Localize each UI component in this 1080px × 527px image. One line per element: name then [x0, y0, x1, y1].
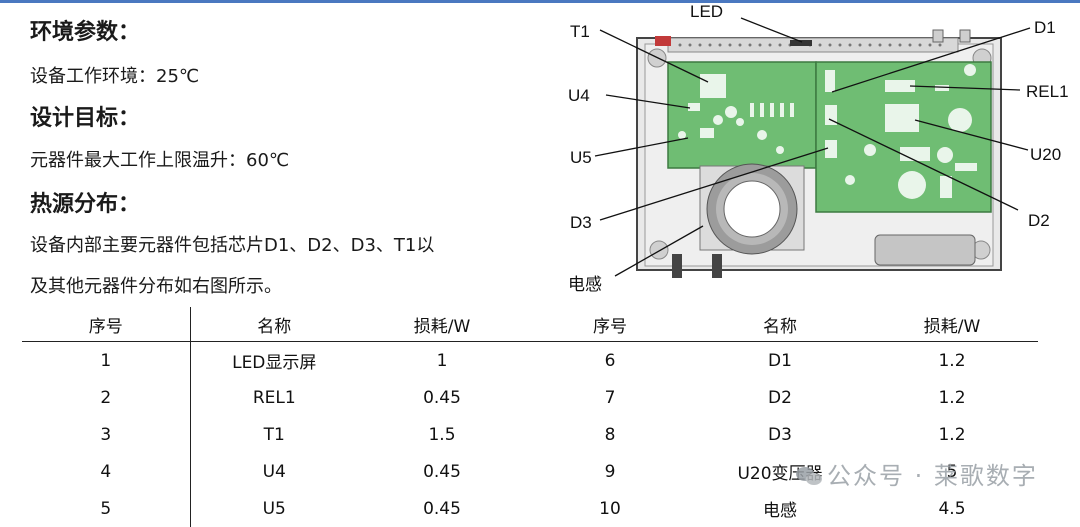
label-u20: U20: [1030, 145, 1061, 164]
cell-index: 9: [604, 461, 616, 482]
watermark: 公众号 · 莱歌数字: [795, 456, 1038, 491]
cell-name: D3: [768, 424, 792, 445]
cell-name: U5: [262, 498, 286, 519]
label-led: LED: [690, 2, 723, 21]
cell-index: 1: [22, 341, 191, 379]
cell-loss: 0.45: [423, 387, 461, 408]
table-row: 3 T1 1.5 8 D3 1.2: [22, 416, 1038, 453]
table-header-row: 序号 名称 损耗/W 序号 名称 损耗/W: [22, 307, 1038, 342]
header-index-2: 序号: [526, 307, 694, 342]
loss-table: 序号 名称 损耗/W 序号 名称 损耗/W 1 LED显示屏 1 6 D1 1.…: [22, 307, 1038, 527]
header-index-1: 序号: [22, 307, 191, 342]
cell-index: 8: [604, 424, 616, 445]
cell-name: LED显示屏: [232, 353, 317, 373]
watermark-text: 公众号 · 莱歌数字: [827, 462, 1038, 490]
header-loss-1: 损耗/W: [358, 307, 526, 342]
label-d2: D2: [1028, 211, 1050, 230]
power-switch: [655, 36, 671, 46]
bottom-block: [874, 234, 976, 266]
text-heat-sources-1: 设备内部主要元器件包括芯片D1、D2、D3、T1以: [30, 235, 435, 256]
table-row: 4 U4 0.45 9 U20变压器 5: [22, 453, 1038, 490]
cell-loss: 0.45: [423, 461, 461, 482]
cell-index: 4: [22, 453, 191, 490]
wechat-icon: [796, 467, 822, 485]
cell-index: 10: [599, 498, 621, 519]
cell-index: 2: [22, 379, 191, 416]
cell-name: T1: [263, 424, 285, 445]
table-row: 5 U5 0.45 10 电感 4.5: [22, 490, 1038, 527]
text-design-goal: 元器件最大工作上限温升：60℃: [30, 150, 290, 171]
label-d3: D3: [570, 213, 592, 232]
cell-loss: 1: [436, 350, 448, 371]
cell-name: D2: [768, 387, 792, 408]
text-environment: 设备工作环境：25℃: [30, 66, 200, 87]
cell-loss: 1.2: [938, 424, 966, 445]
table-row: 2 REL1 0.45 7 D2 1.2: [22, 379, 1038, 416]
label-t1: T1: [570, 22, 590, 41]
label-inductor: 电感: [568, 275, 602, 294]
device-layout-diagram: LED T1 D1 U4 REL1 U5 U20 D3 D2 电感: [568, 2, 1069, 294]
cell-loss: 1.2: [938, 387, 966, 408]
top-accent-line: [0, 0, 1080, 3]
header-name-1: 名称: [190, 307, 358, 342]
cell-loss: 1.2: [938, 350, 966, 371]
label-u4: U4: [568, 86, 590, 105]
cell-loss: 0.45: [423, 498, 461, 519]
cell-loss: 1.5: [428, 424, 456, 445]
cell-index: 5: [22, 490, 191, 527]
heading-environment: 环境参数：: [30, 20, 141, 45]
cell-loss: 4.5: [938, 498, 966, 519]
label-d1: D1: [1034, 18, 1056, 37]
cell-name: REL1: [252, 387, 296, 408]
text-heat-sources-2: 及其他元器件分布如右图所示。: [30, 276, 282, 297]
cell-index: 7: [604, 387, 616, 408]
header-loss-2: 损耗/W: [866, 307, 1038, 342]
cell-name: D1: [768, 350, 792, 371]
table-row: 1 LED显示屏 1 6 D1 1.2: [22, 341, 1038, 379]
label-u5: U5: [570, 148, 592, 167]
cell-name: 电感: [763, 501, 797, 521]
cell-index: 6: [604, 350, 616, 371]
label-rel1: REL1: [1026, 82, 1069, 101]
cell-loss: 5: [946, 461, 958, 482]
heading-design-goal: 设计目标：: [30, 106, 141, 131]
heading-heat-sources: 热源分布：: [30, 192, 141, 217]
header-name-2: 名称: [694, 307, 866, 342]
cell-name: U4: [262, 461, 286, 482]
cell-index: 3: [22, 416, 191, 453]
